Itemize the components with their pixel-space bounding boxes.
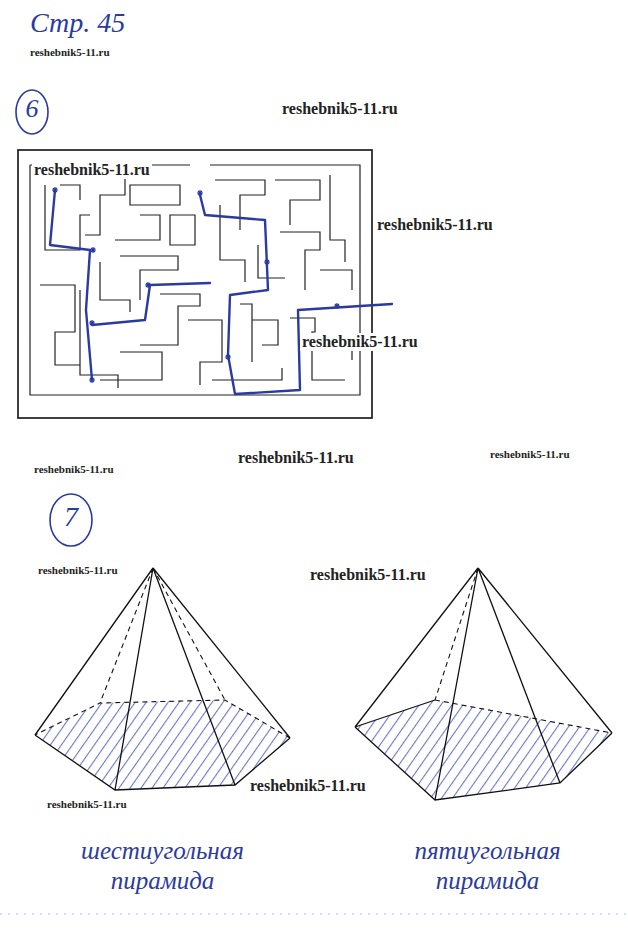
maze-route: [50, 190, 392, 394]
hexagonal-pyramid-hidden: [35, 568, 290, 738]
watermark: reshebnik5-11.ru: [248, 777, 368, 795]
hexagonal-pyramid-solid: [35, 568, 290, 790]
pentagonal-pyramid-solid: [355, 568, 612, 800]
watermark: reshebnik5-11.ru: [32, 463, 116, 475]
task-number: 7: [48, 492, 94, 542]
route-stars: [52, 187, 340, 383]
handwritten-answer: пятиугольная пирамида: [365, 836, 610, 896]
watermark: reshebnik5-11.ru: [36, 564, 120, 576]
watermark: reshebnik5-11.ru: [300, 333, 420, 351]
watermark: reshebnik5-11.ru: [236, 449, 356, 467]
notebook-rule: [0, 914, 628, 915]
watermark: reshebnik5-11.ru: [308, 566, 428, 584]
watermark: reshebnik5-11.ru: [28, 46, 112, 58]
task-number-circle: 7: [48, 492, 94, 548]
watermark: reshebnik5-11.ru: [280, 100, 400, 118]
watermark: reshebnik5-11.ru: [45, 798, 129, 810]
pentagon-base-hatch: [355, 700, 612, 800]
watermark: reshebnik5-11.ru: [375, 216, 495, 234]
handwritten-answer: шестиугольная пирамида: [35, 836, 290, 896]
watermark: reshebnik5-11.ru: [32, 161, 152, 179]
route-star: [52, 187, 340, 383]
task-number-circle: 6: [14, 88, 50, 136]
maze-walls: [30, 165, 360, 395]
watermark: reshebnik5-11.ru: [488, 448, 572, 460]
task-number: 6: [14, 88, 50, 130]
pentagonal-pyramid-hidden: [435, 568, 612, 733]
page-heading: Стр. 45: [30, 6, 125, 40]
